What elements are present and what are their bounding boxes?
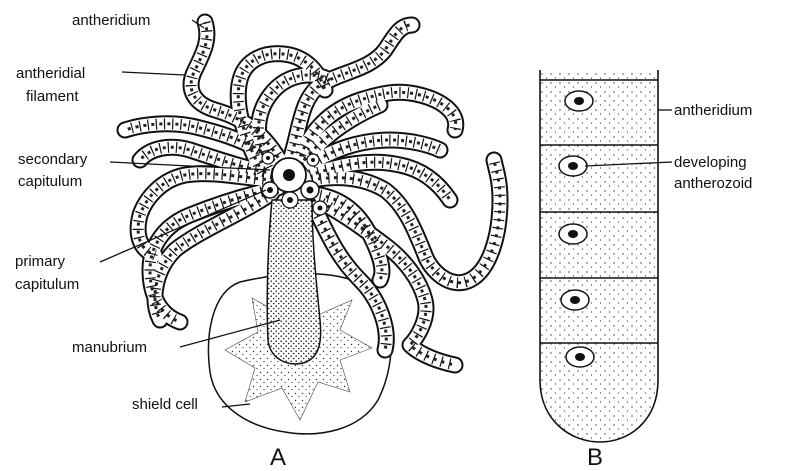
label-secondary-capitulum-2: capitulum xyxy=(18,173,82,190)
antherozoid-nucleus xyxy=(559,156,587,176)
antherozoid-nucleus xyxy=(566,347,594,367)
figure-b: antheridium developing antherozoid B xyxy=(540,70,752,471)
label-developing-antherozoid-1: developing xyxy=(674,154,747,171)
label-antheridium-b: antheridium xyxy=(674,102,752,119)
label-primary-capitulum-2: capitulum xyxy=(15,276,79,293)
label-antheridial-filament-2: filament xyxy=(26,88,79,105)
antherozoid-nucleus xyxy=(561,290,589,310)
label-manubrium: manubrium xyxy=(72,339,147,356)
panel-label-a: A xyxy=(270,444,286,471)
label-developing-antherozoid-2: antherozoid xyxy=(674,175,752,192)
label-antheridial-filament-1: antheridial xyxy=(16,65,85,82)
antherozoid-nucleus xyxy=(559,224,587,244)
label-secondary-capitulum-1: secondary xyxy=(18,151,88,168)
antherozoid-nucleus xyxy=(565,91,593,111)
panel-label-b: B xyxy=(587,444,603,471)
manubrium xyxy=(267,200,320,364)
label-antheridium-a: antheridium xyxy=(72,12,150,29)
label-shield-cell: shield cell xyxy=(132,396,198,413)
antheridium-outline xyxy=(540,70,658,442)
figure-a: antheridium antheridial filament seconda… xyxy=(15,12,500,471)
label-primary-capitulum-1: primary xyxy=(15,253,66,270)
